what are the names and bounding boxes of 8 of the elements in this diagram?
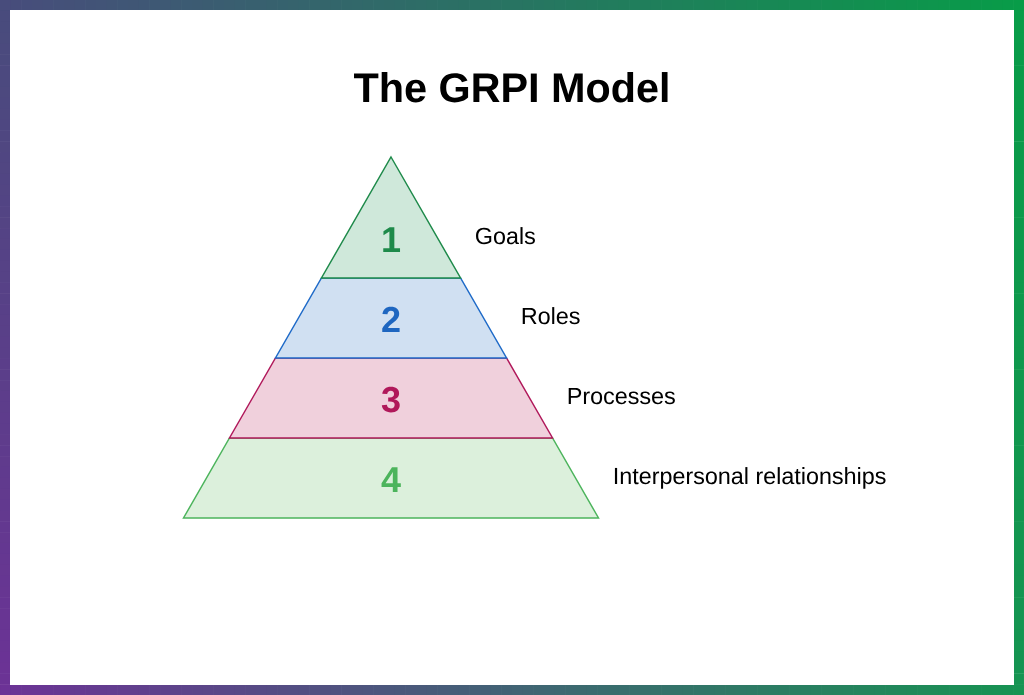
level-label: Processes (568, 387, 675, 405)
pyramid-level: 2 (274, 277, 508, 359)
title: The GRPI Model (354, 72, 668, 103)
pyramid-level: 3 (228, 357, 554, 439)
pyramid-level: 4 (182, 437, 600, 519)
level-label: Roles (522, 307, 580, 325)
level-label: Goals (476, 227, 535, 245)
level-label: Interpersonal relationships (614, 467, 886, 489)
